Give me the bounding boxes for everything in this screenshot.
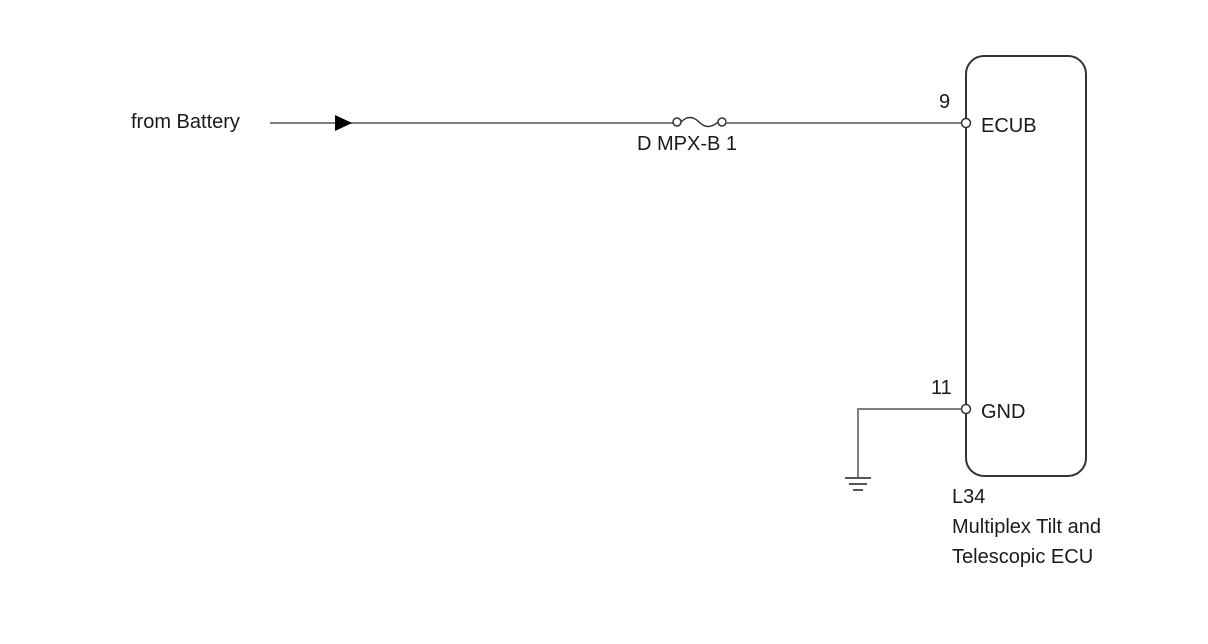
pin-11-terminal xyxy=(960,403,972,415)
fuse-terminal-left xyxy=(672,117,682,127)
fuse-label: D MPX-B 1 xyxy=(637,133,737,155)
fuse-symbol xyxy=(672,116,727,128)
pin-11-name: GND xyxy=(981,401,1025,423)
pin-11-number: 11 xyxy=(931,377,952,399)
pin-9-name: ECUB xyxy=(981,115,1037,137)
fuse-terminal-right xyxy=(717,117,727,127)
source-label: from Battery xyxy=(131,111,240,133)
ecu-name-line2: Telescopic ECU xyxy=(952,546,1093,568)
ecu-name-line1: Multiplex Tilt and xyxy=(952,516,1101,538)
arrow-icon xyxy=(335,115,352,131)
ecu-connector-id: L34 xyxy=(952,486,985,508)
ground-wire xyxy=(857,408,961,477)
pin-9-terminal xyxy=(960,117,972,129)
fuse-element xyxy=(680,116,719,128)
pin-9-number: 9 xyxy=(939,91,950,113)
ecu-box xyxy=(965,55,1087,477)
ground-icon xyxy=(845,477,871,491)
